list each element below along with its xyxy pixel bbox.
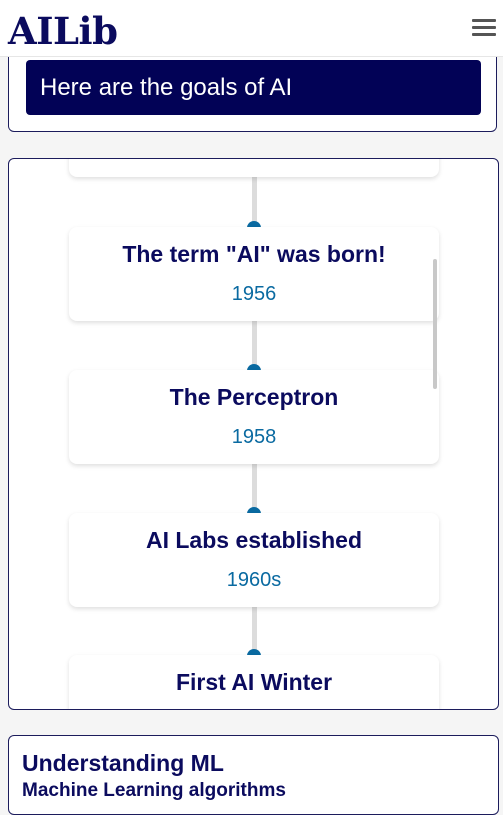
event-title: AI Labs established (145, 527, 362, 553)
timeline-card: The term "AI" was born! 1956 The Percept… (8, 158, 499, 710)
event-title: The Perceptron (169, 384, 339, 410)
timeline-event[interactable]: The term "AI" was born! 1956 (69, 227, 439, 321)
logo[interactable]: AILib (8, 9, 118, 53)
understanding-ml-card[interactable]: Understanding ML Machine Learning algori… (8, 735, 499, 815)
timeline-event[interactable] (69, 159, 439, 177)
goals-button[interactable]: Here are the goals of AI (26, 60, 481, 115)
menu-line (472, 26, 496, 29)
timeline-event[interactable]: The Perceptron 1958 (69, 370, 439, 464)
header: AILib (0, 0, 503, 57)
event-title: First AI Winter (175, 669, 333, 695)
card-title: Understanding ML (22, 750, 224, 776)
card-subtitle: Machine Learning algorithms (22, 780, 286, 801)
hamburger-menu-icon[interactable] (472, 16, 496, 38)
event-title: The term "AI" was born! (122, 241, 386, 267)
event-year: 1956 (231, 283, 277, 305)
event-year: 1958 (231, 426, 277, 448)
timeline-event[interactable]: First AI Winter (69, 655, 439, 709)
menu-line (472, 19, 496, 22)
scrollbar[interactable] (433, 259, 437, 389)
event-year: 1960s (226, 569, 282, 591)
menu-line (472, 33, 496, 36)
timeline-event[interactable]: AI Labs established 1960s (69, 513, 439, 607)
